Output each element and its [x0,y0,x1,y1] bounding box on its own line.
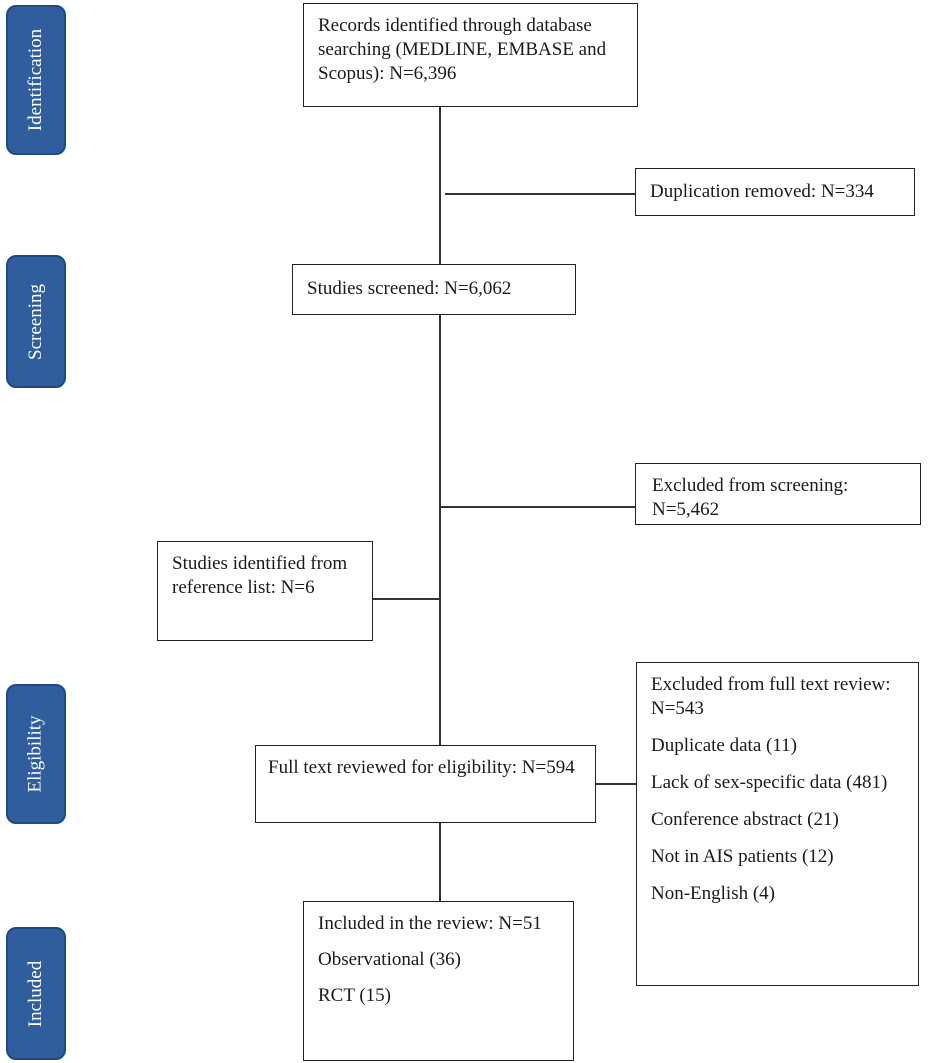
studies-screened-text: Studies screened: N=6,062 [307,278,512,299]
connector-to-duplicates [445,193,635,195]
excluded-fulltext-title: Excluded from full text review: N=543 [651,674,891,719]
excluded-screening-text: Excluded from screening: N=5,462 [652,475,849,520]
full-text-review-text: Full text reviewed for eligibility: N=59… [268,757,575,778]
connector-to-excluded-fulltext [596,783,636,785]
reference-list-box: Studies identified from reference list: … [157,541,373,641]
excluded-reason-item: Lack of sex-specific data (481) [651,772,888,793]
phase-screening: Screening [6,255,66,388]
studies-screened-box: Studies screened: N=6,062 [292,264,576,315]
records-identified-text: Records identified through database sear… [318,15,607,84]
connector-to-excluded-screening [439,506,635,508]
included-study-type: Observational (36) [318,949,461,970]
connector-screened-to-fulltext [439,315,441,745]
excluded-reason-item: Duplicate data (11) [651,735,797,756]
phase-identification-label: Identification [25,28,47,132]
duplicates-removed-box: Duplication removed: N=334 [635,168,915,216]
excluded-reason-item: Conference abstract (21) [651,809,839,830]
excluded-screening-box: Excluded from screening: N=5,462 [635,463,921,525]
excluded-reason-item: Non-English (4) [651,883,776,904]
phase-included: Included [6,927,66,1060]
connector-fulltext-to-included [439,823,441,901]
phase-eligibility-label: Eligibility [25,715,46,793]
connector-from-reference-list [373,598,439,600]
records-identified-box: Records identified through database sear… [303,3,638,107]
included-study-type: RCT (15) [318,985,392,1006]
phase-identification: Identification [6,5,66,155]
phase-screening-label: Screening [25,283,47,360]
excluded-fulltext-box: Excluded from full text review: N=543 Du… [636,662,919,986]
full-text-review-box: Full text reviewed for eligibility: N=59… [255,745,596,823]
phase-eligibility: Eligibility [6,684,66,824]
included-review-title: Included in the review: N=51 [318,913,542,934]
phase-included-label: Included [25,960,47,1027]
duplicates-removed-text: Duplication removed: N=334 [650,181,874,202]
included-review-box: Included in the review: N=51 Observation… [303,901,574,1061]
connector-records-to-screened [439,107,441,264]
reference-list-text: Studies identified from reference list: … [172,553,348,598]
excluded-reason-item: Not in AIS patients (12) [651,846,834,867]
